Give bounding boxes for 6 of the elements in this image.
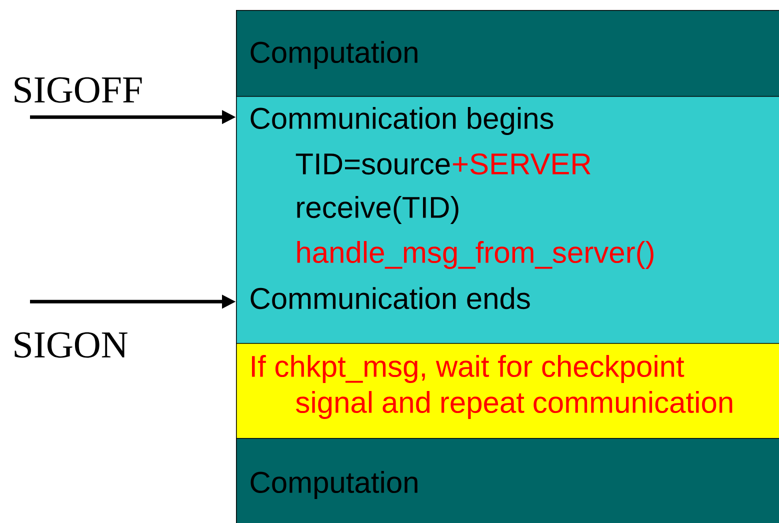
edge-label: SIGON (14, 332, 128, 358)
band: Computation (236, 438, 779, 523)
edge-label: SIGOFF (14, 77, 142, 103)
band: If chkpt_msg, wait for checkpoint signal and repeat communication (236, 343, 779, 439)
band: Computation (236, 10, 779, 97)
band: Communication begins TID=source+SERVER receive(TID) handle_msg_from_server() Communication ends (236, 96, 779, 344)
